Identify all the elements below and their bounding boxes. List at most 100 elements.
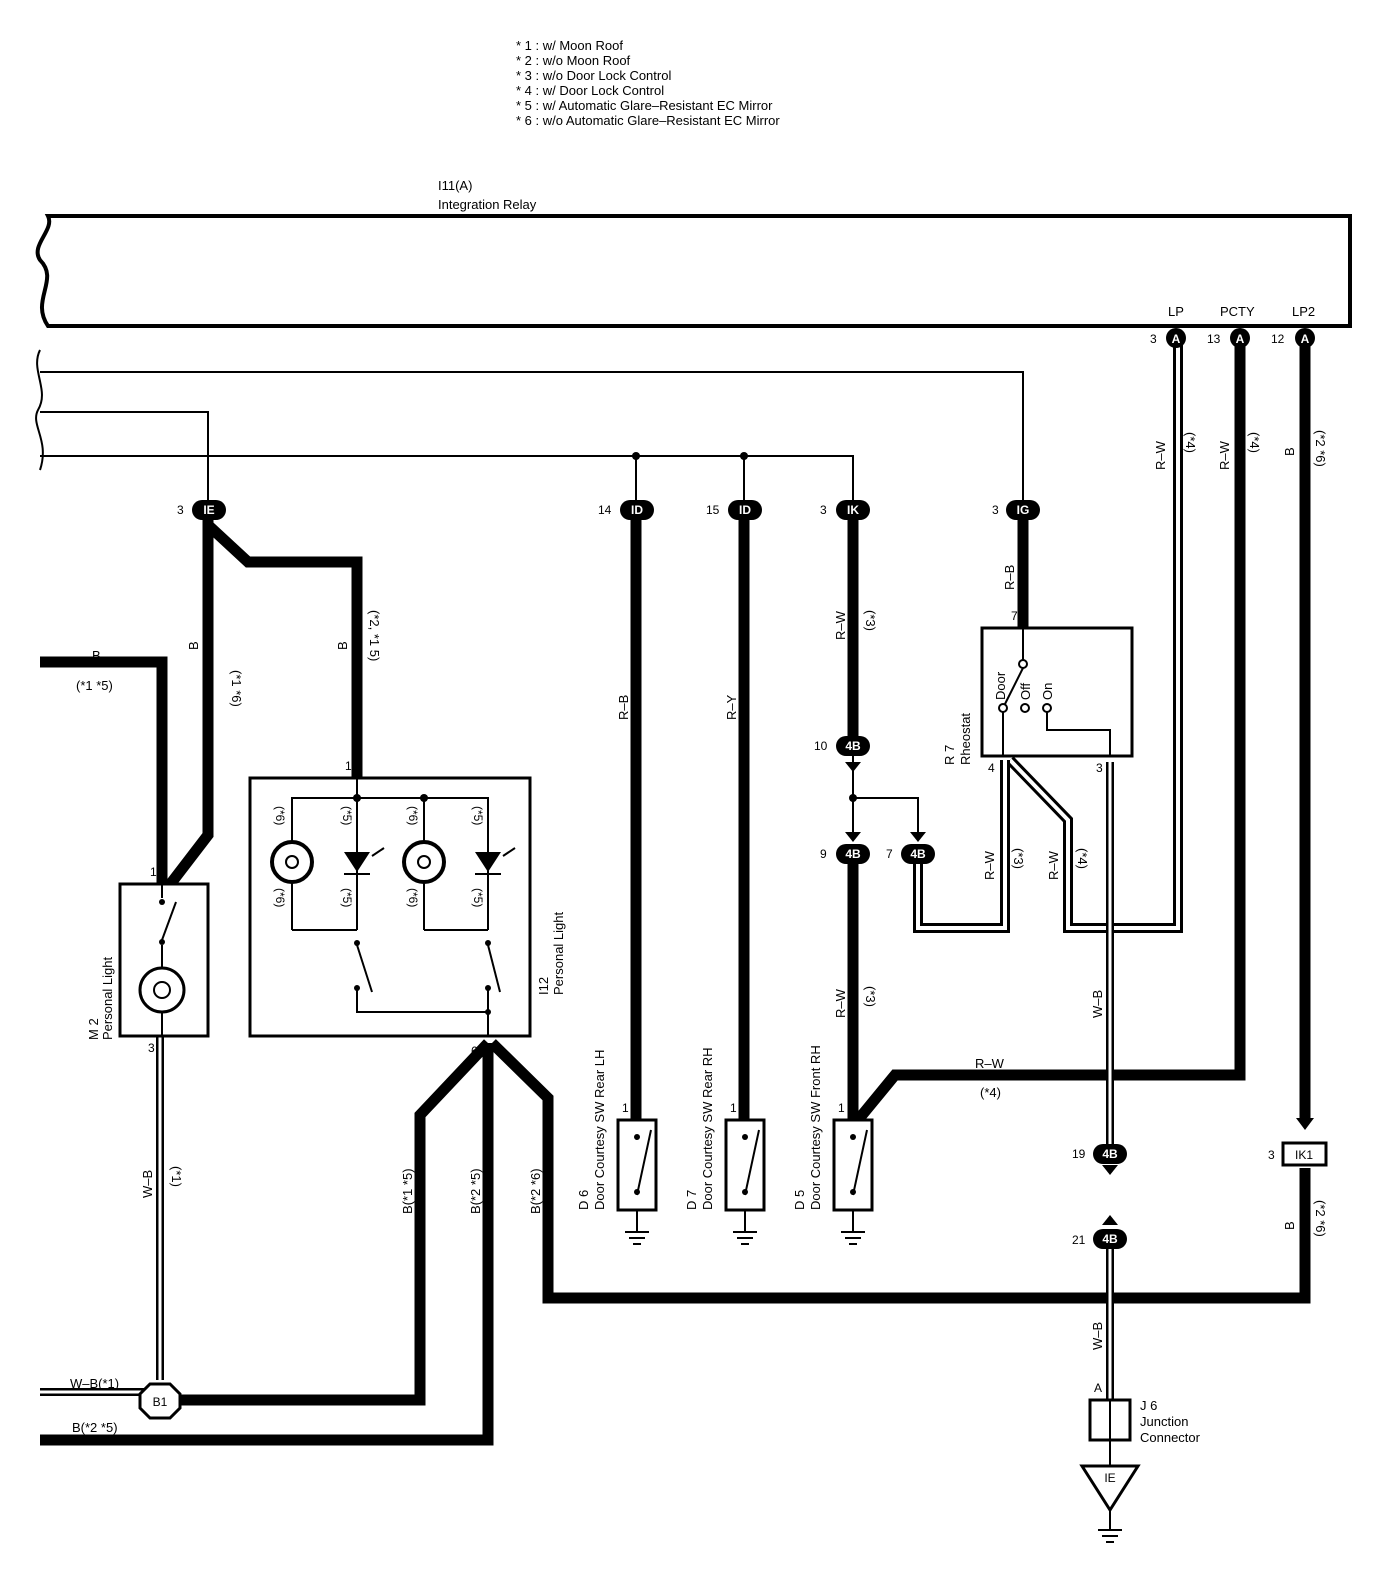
j6-junction-connector: A J 6 Junction Connector IE — [1079, 1381, 1201, 1543]
svg-text:B(*2 *5): B(*2 *5) — [72, 1420, 118, 1435]
svg-text:R–W: R–W — [1046, 850, 1061, 880]
svg-text:B(*1 *5): B(*1 *5) — [400, 1168, 415, 1214]
relay-name: Integration Relay — [438, 197, 537, 212]
svg-text:D 7: D 7 — [684, 1190, 699, 1210]
svg-text:1: 1 — [345, 759, 352, 773]
svg-text:Personal Light: Personal Light — [551, 912, 566, 995]
svg-text:B: B — [1282, 447, 1297, 456]
connector-ik1: 3 IK1 — [1268, 1141, 1328, 1167]
svg-text:13: 13 — [1207, 332, 1221, 346]
svg-text:R–W: R–W — [833, 988, 848, 1018]
legend-line: * 2 : w/o Moon Roof — [516, 53, 631, 68]
svg-text:M 2: M 2 — [86, 1018, 101, 1040]
svg-text:B: B — [1282, 1221, 1297, 1230]
relay-terminal-lp2: LP2 — [1292, 304, 1315, 319]
svg-text:(*1): (*1) — [169, 1166, 184, 1187]
connector-id-15: 15 ID — [706, 500, 762, 520]
svg-text:ID: ID — [631, 503, 643, 517]
svg-text:4B: 4B — [1102, 1232, 1118, 1246]
svg-text:3: 3 — [1150, 332, 1157, 346]
legend-line: * 6 : w/o Automatic Glare–Resistant EC M… — [516, 113, 780, 128]
d5-switch: 1 D 5 Door Courtesy SW Front RH — [792, 1045, 874, 1245]
svg-text:1: 1 — [622, 1101, 629, 1115]
junction-4b — [845, 755, 1314, 1225]
svg-text:(*6): (*6) — [273, 806, 287, 825]
svg-text:(*3): (*3) — [863, 986, 878, 1007]
svg-text:3: 3 — [177, 503, 184, 517]
svg-text:W–B: W–B — [1090, 1322, 1105, 1350]
connector-relay-lp2: 12 A — [1271, 328, 1315, 348]
svg-text:B1: B1 — [153, 1395, 168, 1409]
svg-text:4B: 4B — [910, 847, 926, 861]
legend-line: * 3 : w/o Door Lock Control — [516, 68, 671, 83]
svg-text:R 7: R 7 — [942, 745, 957, 765]
m2-personal-light: 1 3 M 2 Personal Light — [86, 865, 210, 1055]
svg-text:B: B — [335, 641, 350, 650]
connector-ik: 3 IK — [820, 500, 870, 520]
thick-wires — [40, 345, 1311, 1446]
svg-text:A: A — [1172, 332, 1181, 346]
svg-text:(*5): (*5) — [340, 888, 354, 907]
svg-text:Door Courtesy SW Front RH: Door Courtesy SW Front RH — [808, 1045, 823, 1210]
svg-text:(*4): (*4) — [1183, 432, 1198, 453]
svg-text:W–B: W–B — [1090, 990, 1105, 1018]
relay-terminal-lp: LP — [1168, 304, 1184, 319]
svg-text:3: 3 — [1268, 1148, 1275, 1162]
connector-relay-lp: 3 A — [1150, 328, 1186, 348]
svg-text:1: 1 — [838, 1101, 845, 1115]
svg-text:Off: Off — [1018, 683, 1033, 700]
svg-text:(*5): (*5) — [471, 888, 485, 907]
svg-text:Door: Door — [993, 671, 1008, 700]
svg-text:R–W: R–W — [1153, 440, 1168, 470]
svg-text:IG: IG — [1017, 503, 1030, 517]
svg-text:1: 1 — [730, 1101, 737, 1115]
svg-text:1: 1 — [150, 865, 157, 879]
svg-text:R–W: R–W — [1217, 440, 1232, 470]
left-break — [35, 349, 44, 471]
svg-text:R–Y: R–Y — [724, 694, 739, 720]
connector-relay-pcty: 13 A — [1207, 328, 1250, 348]
svg-text:R–W: R–W — [982, 850, 997, 880]
svg-text:Personal Light: Personal Light — [100, 957, 115, 1040]
svg-text:B: B — [186, 641, 201, 650]
svg-text:D 5: D 5 — [792, 1190, 807, 1210]
integration-relay: I11(A) Integration Relay LP PCTY LP2 — [35, 178, 1352, 328]
upper-thin-wires — [40, 371, 1024, 500]
svg-text:A: A — [1236, 332, 1245, 346]
connector-ie-top: 3 IE — [177, 500, 226, 520]
svg-text:IK: IK — [847, 503, 859, 517]
svg-text:R–W: R–W — [833, 610, 848, 640]
legend-line: * 1 : w/ Moon Roof — [516, 38, 623, 53]
connector-id-14: 14 ID — [598, 500, 654, 520]
svg-text:(*2, *1 5): (*2, *1 5) — [367, 610, 382, 661]
svg-text:4B: 4B — [845, 739, 861, 753]
svg-text:B(*2 *6): B(*2 *6) — [528, 1168, 543, 1214]
svg-text:A: A — [1094, 1381, 1102, 1395]
connector-b1: B1 — [138, 1382, 182, 1420]
svg-text:3: 3 — [148, 1041, 155, 1055]
svg-text:J 6: J 6 — [1140, 1398, 1157, 1413]
double-wires — [40, 345, 1183, 1400]
svg-text:Door Courtesy SW Rear LH: Door Courtesy SW Rear LH — [592, 1050, 607, 1210]
svg-text:19: 19 — [1072, 1147, 1086, 1161]
svg-text:R–B: R–B — [1002, 565, 1017, 590]
d7-switch: 1 D 7 Door Courtesy SW Rear RH — [684, 1047, 766, 1245]
svg-text:7: 7 — [1011, 609, 1018, 623]
svg-text:4B: 4B — [845, 847, 861, 861]
relay-box — [35, 214, 1352, 328]
connector-ig: 3 IG — [992, 500, 1040, 520]
svg-text:ID: ID — [739, 503, 751, 517]
svg-text:4B: 4B — [1102, 1147, 1118, 1161]
connector-4b-7: 7 4B — [886, 844, 935, 864]
legend-line: * 5 : w/ Automatic Glare–Resistant EC Mi… — [516, 98, 773, 113]
svg-text:A: A — [1301, 332, 1310, 346]
svg-text:R–W: R–W — [975, 1056, 1005, 1071]
d6-switch: 1 D 6 Door Courtesy SW Rear LH — [576, 1050, 658, 1245]
svg-text:Connector: Connector — [1140, 1430, 1201, 1445]
svg-text:9: 9 — [820, 847, 827, 861]
relay-code: I11(A) — [438, 178, 472, 193]
svg-text:R–B: R–B — [616, 695, 631, 720]
svg-text:IK1: IK1 — [1295, 1148, 1313, 1162]
svg-text:D 6: D 6 — [576, 1190, 591, 1210]
svg-text:B(*2 *5): B(*2 *5) — [468, 1168, 483, 1214]
